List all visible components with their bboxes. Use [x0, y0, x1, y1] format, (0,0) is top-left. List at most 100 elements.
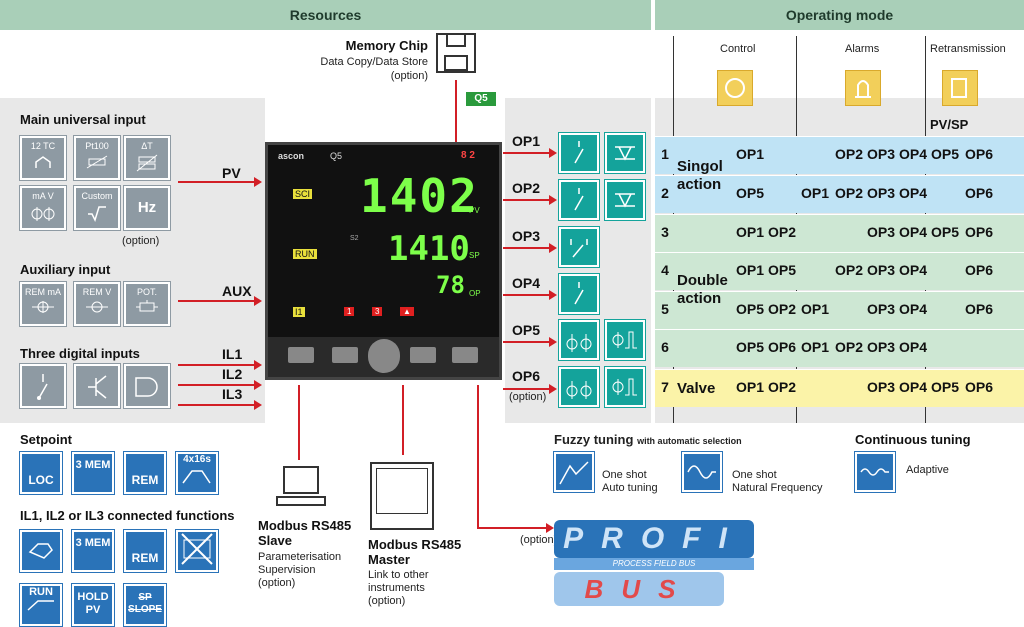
hold-pv-button[interactable]: HOLD PV	[72, 584, 114, 626]
memory-chip-line1: Data Copy/Data Store	[320, 56, 428, 68]
disable-button[interactable]	[176, 530, 218, 572]
il-rem-button[interactable]: REM	[124, 530, 166, 572]
row-number: 5	[661, 301, 669, 317]
custom-button[interactable]: Custom	[74, 186, 120, 230]
led-1: 1	[344, 307, 355, 316]
delta-t-button[interactable]: ΔT	[124, 136, 170, 180]
hz-button[interactable]: Hz	[124, 186, 170, 230]
memory-chip-title: Memory Chip	[345, 38, 428, 53]
tc-button[interactable]: 12 TC	[20, 136, 66, 180]
control-cell: OP1	[735, 262, 764, 278]
retrans-cell: OP6	[964, 185, 993, 201]
slave-line2: Supervision	[258, 564, 316, 576]
op2-label: OP2	[512, 180, 541, 196]
fuzzy-item2-line2: Natural Frequency	[732, 482, 823, 494]
retrans-cell: OP6	[964, 146, 993, 162]
op4-relay-icon	[559, 274, 599, 314]
alarm-cell: OP4	[898, 185, 927, 201]
star-key[interactable]	[288, 347, 314, 363]
return-key[interactable]	[332, 347, 358, 363]
control-cell: OP5	[735, 301, 764, 317]
instrument-icon	[370, 462, 434, 530]
floppy-icon	[436, 33, 476, 73]
fuzzy-subtitle: with automatic selection	[637, 436, 742, 446]
op6-pulse-icon	[605, 367, 645, 407]
retrans-cell: OP5	[930, 224, 959, 240]
resources-header: Resources	[0, 0, 651, 30]
bus-logo: BUS	[554, 572, 724, 606]
rem-button[interactable]: REM	[124, 452, 166, 494]
ma-v-button[interactable]: mA V	[20, 186, 66, 230]
pv-unit: PV	[469, 206, 480, 215]
mem-button[interactable]: 3 MEM	[72, 452, 114, 494]
op4-arrow	[503, 290, 557, 300]
mode-row	[655, 136, 1024, 174]
control-cell: OP2	[767, 301, 796, 317]
main-input-title: Main universal input	[20, 112, 146, 127]
pv-arrow	[178, 177, 262, 187]
sci-label: SCI	[293, 189, 313, 199]
mode-row	[655, 291, 1024, 329]
pot-button[interactable]: POT.	[124, 282, 170, 326]
alarm-cell: OP3	[866, 224, 895, 240]
retransmission-icon	[942, 70, 978, 106]
op-unit: OP	[469, 289, 481, 298]
digital-inputs-title: Three digital inputs	[20, 346, 140, 361]
up-down-key[interactable]	[368, 339, 400, 373]
autotuning-icon	[554, 452, 594, 492]
alarm-cell: OP1	[800, 185, 829, 201]
mode-row	[655, 329, 1024, 367]
hand-button[interactable]	[20, 530, 62, 572]
alarm-cell: OP3	[866, 146, 895, 162]
il-mem-button[interactable]: 3 MEM	[72, 530, 114, 572]
alarm-cell: OP1	[800, 301, 829, 317]
il1-arrow	[178, 360, 262, 370]
hz-option: (option)	[122, 235, 160, 247]
op3-arrow	[503, 243, 557, 253]
ramp-icon	[182, 470, 211, 484]
alarm-cell: OP3	[866, 301, 895, 317]
setpoint-title: Setpoint	[20, 432, 72, 447]
transistor-input-button[interactable]	[74, 364, 120, 408]
op2-arrow	[503, 195, 557, 205]
resistor-icon	[86, 155, 108, 169]
op6-option: (option)	[509, 391, 547, 403]
loc-button[interactable]: LOC	[20, 452, 62, 494]
pt100-button[interactable]: Pt100	[74, 136, 120, 180]
crossed-keyboard-icon	[181, 533, 213, 565]
aux-signal: AUX	[222, 283, 252, 299]
aux-input-title: Auxiliary input	[20, 262, 111, 277]
sp-slope-button[interactable]: SP SLOPE	[124, 584, 166, 626]
op2-relay-icon	[559, 180, 599, 220]
run-button[interactable]: RUN	[20, 584, 62, 626]
fuzzy-title-text: Fuzzy tuning	[554, 432, 634, 447]
master-title: Modbus RS485	[368, 537, 462, 552]
switch-input-button[interactable]	[20, 364, 66, 408]
led-i1: I1	[293, 307, 305, 317]
switch-icon	[37, 374, 48, 400]
adaptive-icon	[855, 452, 895, 492]
op4-label: OP4	[512, 275, 541, 291]
il1-signal: IL1	[222, 346, 243, 362]
enter-key[interactable]	[410, 347, 436, 363]
led-3: 3	[372, 307, 383, 316]
mode-key[interactable]	[452, 347, 478, 363]
slave-title2: Slave	[258, 533, 292, 548]
alarm-cell: OP3	[866, 262, 895, 278]
logic-input-button[interactable]	[124, 364, 170, 408]
hand-icon	[28, 543, 53, 559]
control-cell: OP1	[735, 224, 764, 240]
alarms-icon	[845, 70, 881, 106]
master-line1: Link to other	[368, 569, 429, 581]
mode-row	[655, 369, 1024, 407]
rem-v-button[interactable]: REM V	[74, 282, 120, 326]
rem-v-icon	[86, 301, 108, 313]
il2-signal: IL2	[222, 366, 243, 382]
il-functions-title: IL1, IL2 or IL3 connected functions	[20, 508, 235, 523]
rem-ma-button[interactable]: REM mA	[20, 282, 66, 326]
run-ramp-icon	[27, 600, 54, 611]
alarm-cell: OP2	[834, 262, 863, 278]
control-cell: OP5	[735, 185, 764, 201]
operating-mode-header: Operating mode	[655, 0, 1024, 30]
program-button[interactable]: 4x16s	[176, 452, 218, 494]
